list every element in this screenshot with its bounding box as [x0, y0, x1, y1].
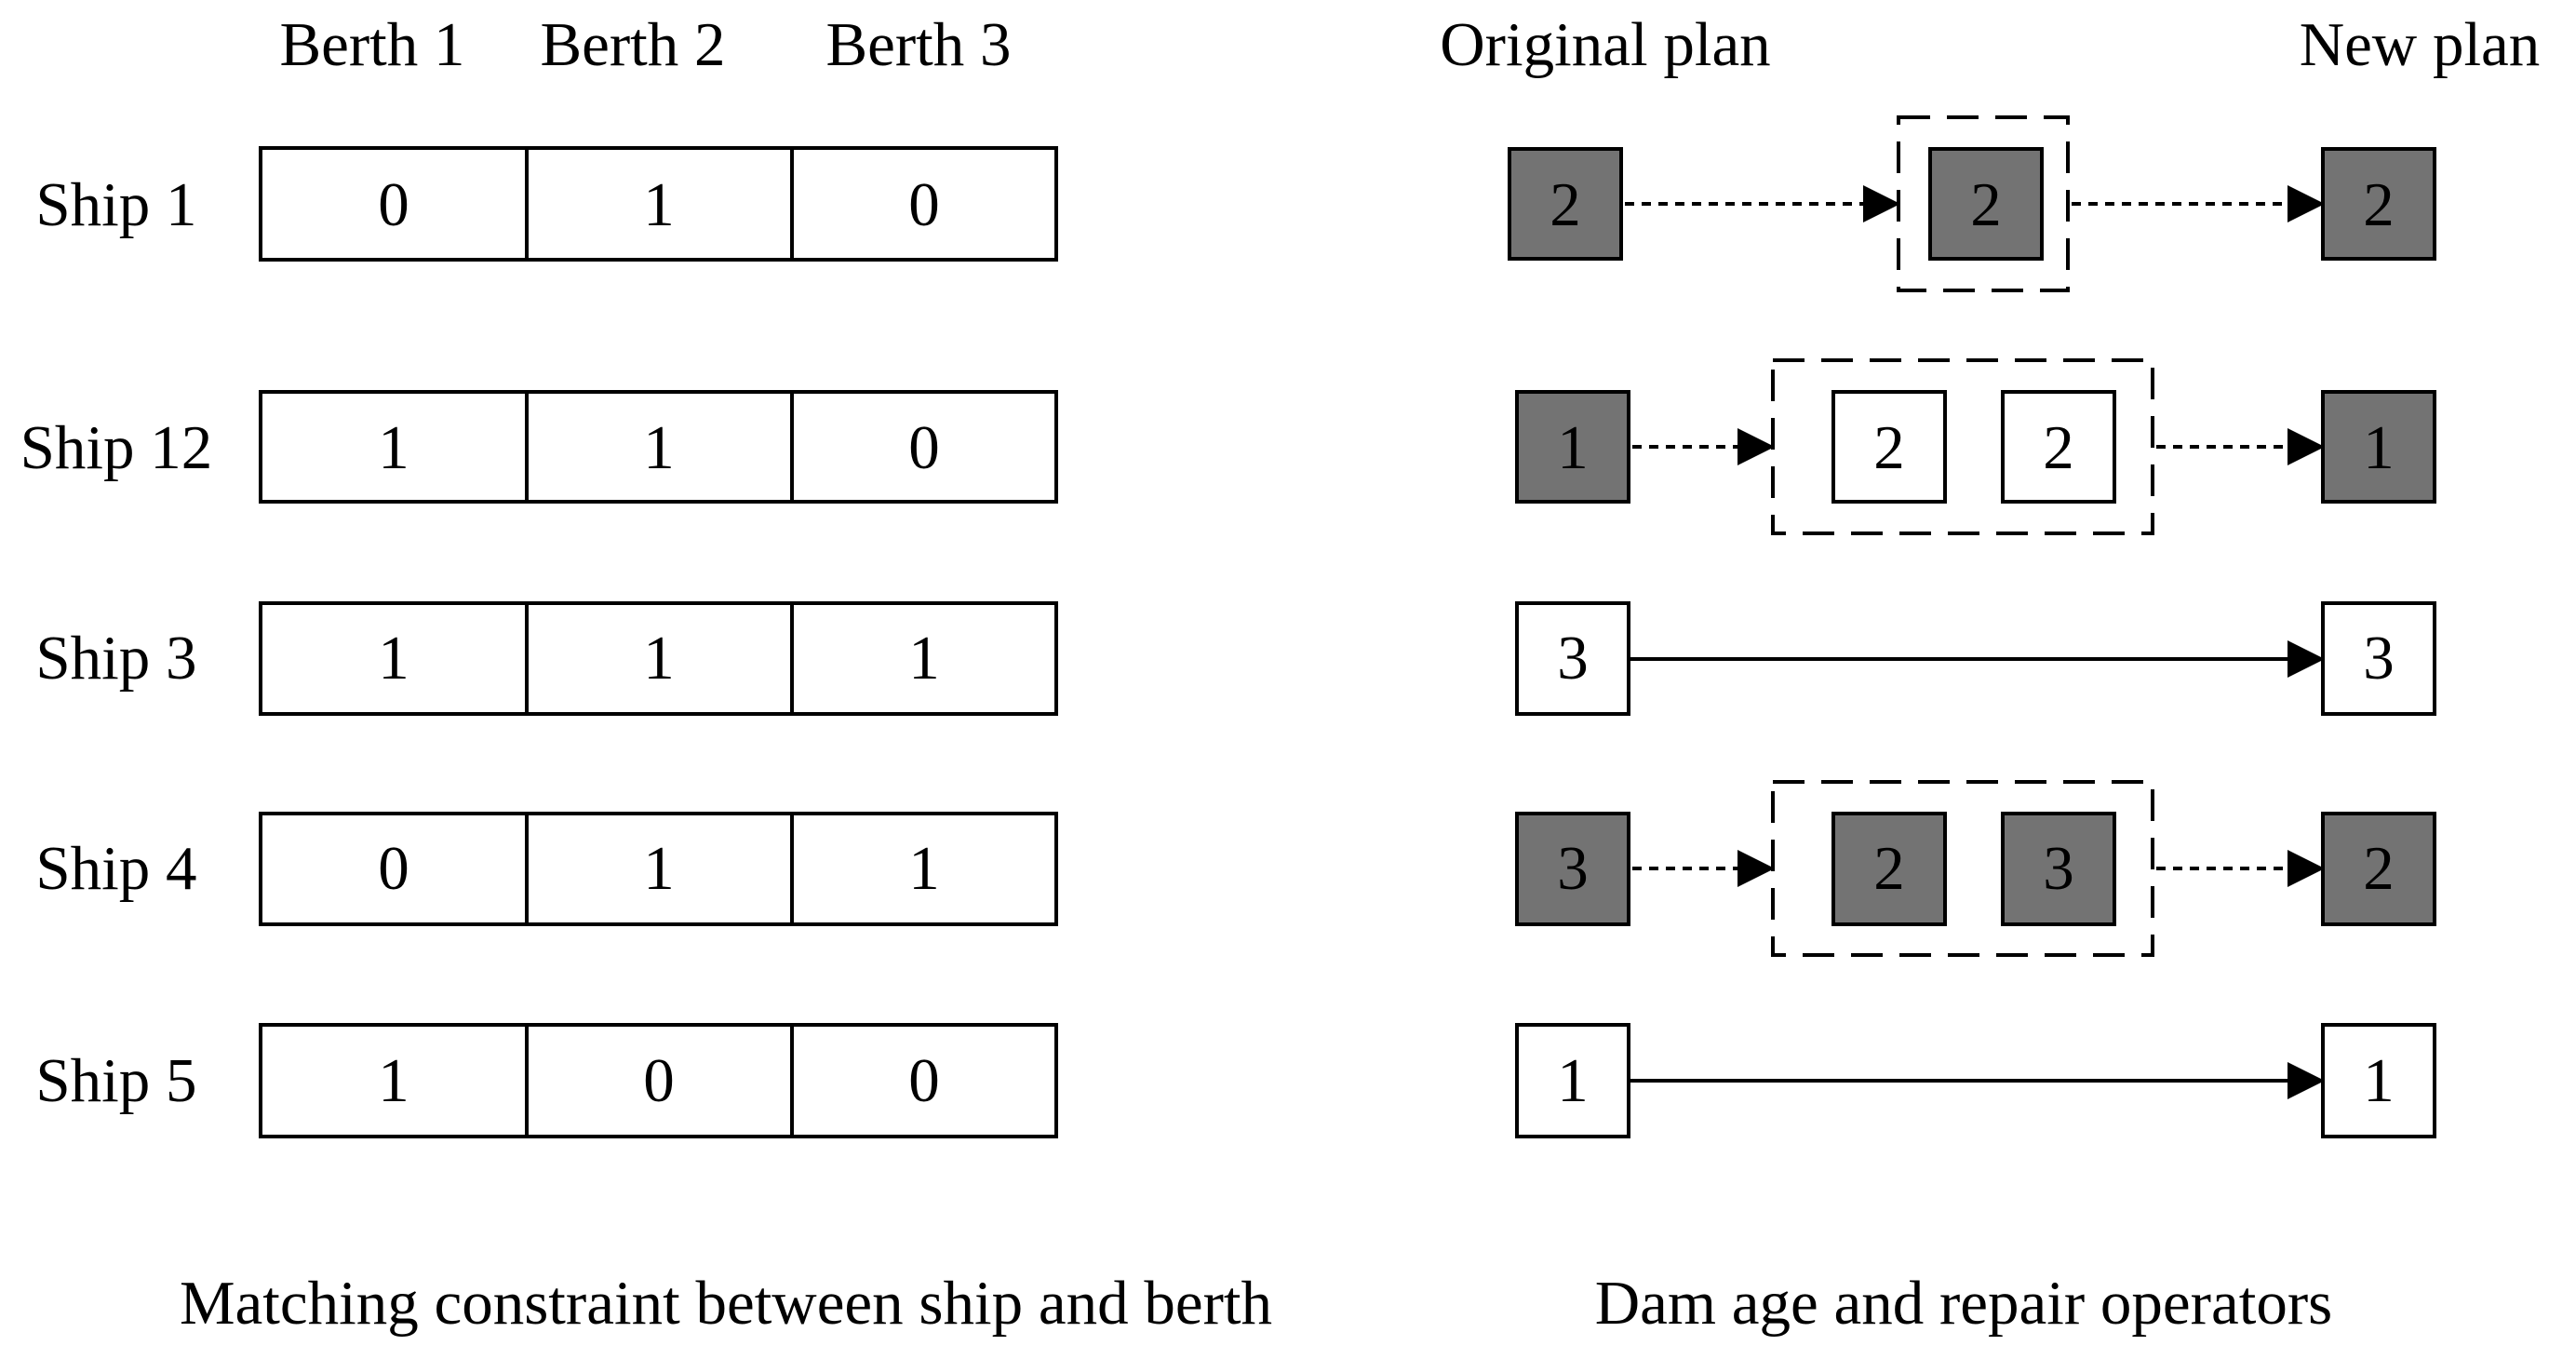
operator-box	[1831, 390, 1947, 504]
operator-dashed-frame	[1771, 358, 2154, 535]
matrix-cell: 1	[643, 834, 675, 903]
operator-value: 2	[1970, 170, 2002, 239]
operator-value: 2	[1873, 834, 1905, 903]
new-plan-box	[2321, 390, 2436, 504]
original-plan-box	[1515, 390, 1630, 504]
ship-label: Ship 12	[20, 413, 213, 482]
matrix-row: Ship 3 1 1 1	[35, 601, 1058, 716]
new-plan-label: New plan	[2300, 10, 2541, 79]
ship-label: Ship 3	[35, 624, 196, 693]
new-plan-box	[2321, 1023, 2436, 1138]
matrix-cell: 0	[378, 834, 409, 903]
operator-row: 3 2 3 2	[1515, 780, 2436, 957]
operator-value: 3	[2043, 834, 2074, 903]
original-plan-label: Original plan	[1440, 10, 1770, 79]
matrix-cell: 1	[378, 624, 409, 693]
new-plan-box	[2321, 147, 2436, 261]
right-caption: Dam age and repair operators	[1595, 1269, 2332, 1338]
matrix-row-box	[259, 1023, 1058, 1138]
berth-header-2: Berth 2	[540, 10, 725, 79]
matrix-row-box	[259, 390, 1058, 504]
original-plan-box	[1515, 1023, 1630, 1138]
original-plan-value: 3	[1557, 834, 1589, 903]
operator-box	[1831, 812, 1947, 926]
berth-header-3: Berth 3	[825, 10, 1011, 79]
operator-box	[1928, 147, 2044, 261]
matrix-row: Ship 12 1 1 0	[20, 390, 1058, 504]
original-plan-value: 1	[1557, 1046, 1589, 1115]
matrix-cell: 0	[378, 170, 409, 239]
new-plan-value: 1	[2363, 1046, 2395, 1115]
matrix-cell: 0	[908, 413, 940, 482]
matrix-cell: 1	[378, 413, 409, 482]
new-plan-value: 3	[2363, 624, 2395, 693]
ship-label: Ship 1	[35, 170, 196, 239]
new-plan-box	[2321, 601, 2436, 716]
operator-box	[2001, 390, 2116, 504]
berth-headers: Berth 1 Berth 2 Berth 3	[279, 10, 1011, 79]
operator-dashed-frame	[1897, 115, 2070, 292]
matrix-row-box	[259, 812, 1058, 926]
new-plan-value: 2	[2363, 170, 2395, 239]
original-plan-box	[1515, 601, 1630, 716]
operator-row: 1 1	[1515, 1023, 2436, 1138]
original-plan-value: 3	[1557, 624, 1589, 693]
matrix-row: Ship 4 0 1 1	[35, 812, 1058, 926]
original-plan-box	[1508, 147, 1623, 261]
matrix-row-box	[259, 601, 1058, 716]
operator-row: 1 2 2 1	[1515, 358, 2436, 535]
new-plan-box	[2321, 812, 2436, 926]
matrix-cell: 0	[908, 1046, 940, 1115]
matrix-row-box	[259, 146, 1058, 262]
matrix-cell: 1	[908, 624, 940, 693]
matrix-cell: 1	[643, 170, 675, 239]
operator-dashed-frame	[1771, 780, 2154, 957]
matrix-cell: 1	[908, 834, 940, 903]
matching-matrix: Ship 1 0 1 0 Ship 12 1 1 0 Ship 3 1 1 1	[20, 146, 1058, 1138]
original-plan-box	[1515, 812, 1630, 926]
original-plan-value: 2	[1550, 170, 1581, 239]
new-plan-value: 1	[2363, 413, 2395, 482]
left-caption: Matching constraint between ship and ber…	[180, 1269, 1272, 1338]
operator-value: 2	[2043, 413, 2074, 482]
original-plan-value: 1	[1557, 413, 1589, 482]
operator-value: 2	[1873, 413, 1905, 482]
operator-row: 3 3	[1515, 601, 2436, 716]
new-plan-value: 2	[2363, 834, 2395, 903]
matrix-row: Ship 5 1 0 0	[35, 1023, 1058, 1138]
berth-header-1: Berth 1	[279, 10, 464, 79]
matrix-cell: 0	[643, 1046, 675, 1115]
matrix-cell: 1	[643, 413, 675, 482]
ship-label: Ship 5	[35, 1046, 196, 1115]
matrix-cell: 1	[643, 624, 675, 693]
ship-label: Ship 4	[35, 834, 196, 903]
matrix-cell: 0	[908, 170, 940, 239]
matrix-row: Ship 1 0 1 0	[35, 146, 1058, 262]
operator-box	[2001, 812, 2116, 926]
operator-row: 2 2 2	[1508, 115, 2436, 292]
matrix-cell: 1	[378, 1046, 409, 1115]
